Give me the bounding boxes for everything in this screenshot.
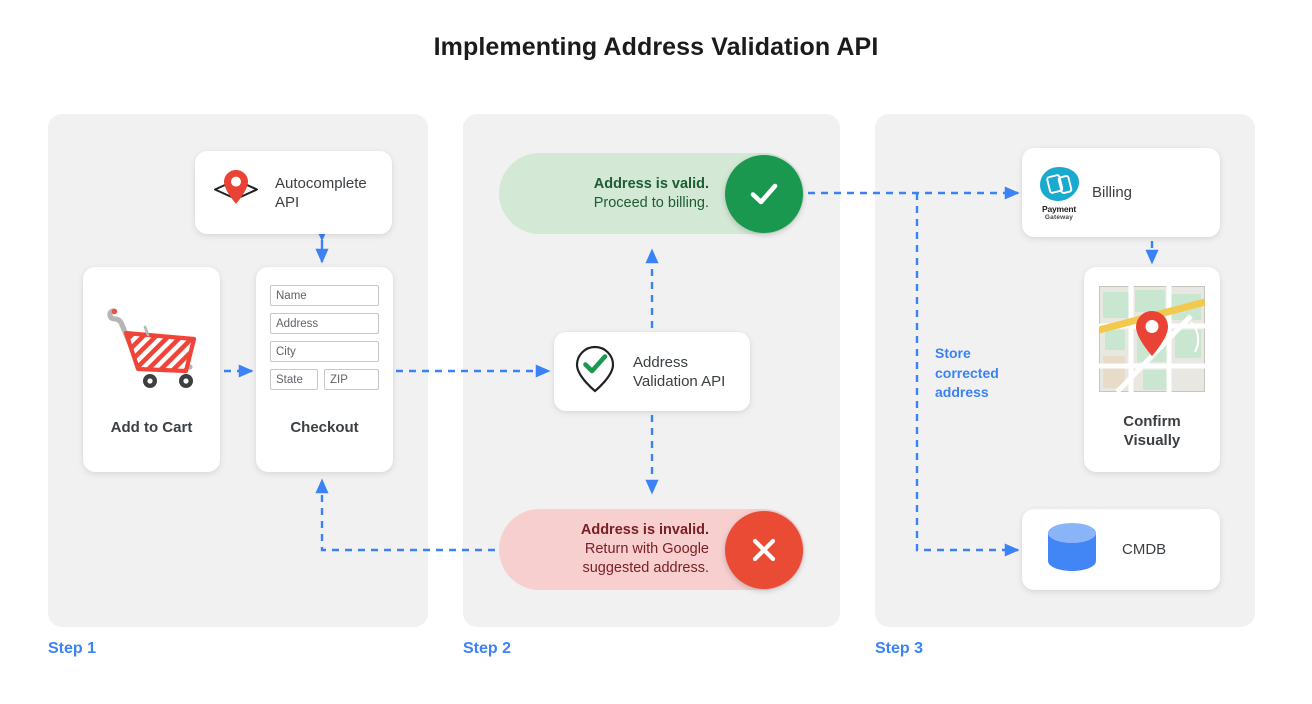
- checkout-caption: Checkout: [290, 419, 359, 436]
- map-pin-diamond-icon: [209, 165, 263, 220]
- payment-gateway-logo-icon: Payment Gateway: [1036, 165, 1082, 221]
- name-field[interactable]: Name: [270, 285, 379, 306]
- address-validation-api-label: Address Validation API: [633, 353, 726, 390]
- step-1-label: Step 1: [48, 640, 97, 657]
- step-3-label: Step 3: [875, 640, 924, 657]
- step-2-label: Step 2: [463, 640, 512, 657]
- state-field[interactable]: State: [270, 369, 318, 390]
- billing-label: Billing: [1092, 184, 1133, 201]
- city-field[interactable]: City: [270, 341, 379, 362]
- address-validation-api-card[interactable]: Address Validation API: [554, 332, 750, 411]
- database-icon: [1044, 521, 1100, 578]
- add-to-cart-card[interactable]: Add to Cart: [83, 267, 220, 472]
- check-icon: [725, 154, 803, 233]
- address-invalid-banner: Address is invalid. Return with Google s…: [499, 509, 804, 590]
- map-pin-check-icon: [570, 343, 620, 400]
- close-icon: [725, 510, 803, 589]
- cmdb-label: CMDB: [1122, 541, 1167, 558]
- store-corrected-address-note: Store corrected address: [935, 345, 999, 400]
- confirm-visually-card[interactable]: Confirm Visually: [1084, 267, 1220, 472]
- checkout-card[interactable]: Name Address City State ZIP Checkout: [256, 267, 393, 472]
- zip-field[interactable]: ZIP: [324, 369, 379, 390]
- address-field[interactable]: Address: [270, 313, 379, 334]
- address-valid-banner: Address is valid. Proceed to billing.: [499, 153, 804, 234]
- state-zip-row: State ZIP: [270, 369, 379, 390]
- autocomplete-api-card[interactable]: Autocomplete API: [195, 151, 392, 234]
- autocomplete-api-label: Autocomplete API: [275, 174, 367, 211]
- address-valid-text: Address is valid. Proceed to billing.: [593, 175, 709, 211]
- cmdb-card[interactable]: CMDB: [1022, 509, 1220, 590]
- page-title: Implementing Address Validation API: [433, 33, 879, 61]
- shopping-cart-icon: [98, 289, 206, 402]
- payment-logo-text: Payment: [1041, 203, 1077, 214]
- add-to-cart-caption: Add to Cart: [110, 419, 193, 436]
- confirm-visually-caption: Confirm Visually: [1123, 413, 1181, 449]
- billing-card[interactable]: Payment Gateway Billing: [1022, 148, 1220, 237]
- address-invalid-text: Address is invalid. Return with Google s…: [580, 522, 709, 576]
- map-thumbnail-icon: [1098, 285, 1206, 397]
- gateway-logo-text: Gateway: [1044, 213, 1074, 221]
